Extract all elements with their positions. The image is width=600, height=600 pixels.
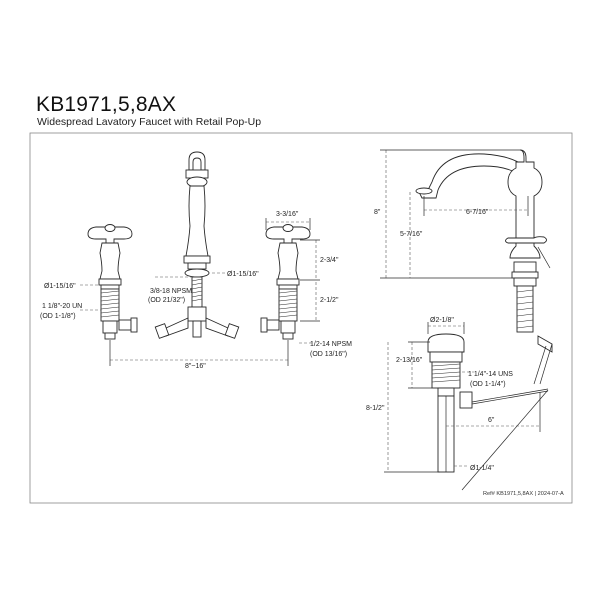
left-view-dimension-lines: [80, 218, 320, 366]
dim-lift-rod-reach: 6": [488, 417, 495, 424]
dim-spout-clearance: 5-7/16": [400, 231, 423, 238]
dim-spout-reach: 6-7/16": [466, 209, 489, 216]
right-handle-valve: [260, 224, 311, 340]
drawing-frame: [29, 132, 573, 504]
dim-shank-length: 2-1/2": [320, 297, 339, 304]
dim-valve-inlet-thread: 1/2-14 NPSM: [310, 341, 352, 348]
left-handle-valve: [87, 224, 138, 340]
dim-tailpiece-diameter: Ø1-1/4": [470, 465, 494, 472]
dim-drain-total-height: 8-1/2": [366, 405, 385, 412]
spout-front-view: [154, 151, 240, 339]
spout-side-view: [415, 149, 553, 385]
dim-drain-flange-diameter: Ø2-1/8": [430, 317, 454, 324]
dim-handle-diameter: Ø1-15/16": [44, 283, 76, 290]
dim-drain-thread: 1 1/4"-14 UNS: [468, 371, 513, 378]
dim-valve-inlet-od: (OD 13/16"): [310, 351, 347, 358]
dim-spout-inlet-thread: 3/8-18 NPSM: [150, 288, 192, 295]
dim-spout-inlet-od: (OD 21/32"): [148, 297, 185, 304]
dim-handle-height: 2-3/4": [320, 257, 339, 264]
model-title: KB1971,5,8AX: [36, 93, 177, 116]
dim-handle-width: 3-3/16": [276, 211, 299, 218]
dim-overall-height: 8": [374, 209, 381, 216]
reference-note: Ref# KB1971,5,8AX | 2024-07-A: [483, 491, 564, 497]
dim-spout-base-diameter: Ø1-15/16": [227, 271, 259, 278]
pop-up-drain: [427, 333, 549, 491]
dim-handle-shank-thread: 1 1/8"-20 UN: [42, 303, 82, 310]
product-description: Widespread Lavatory Faucet with Retail P…: [37, 116, 262, 128]
dim-drain-thread-od: (OD 1-1/4"): [470, 381, 506, 388]
right-view-dimension-lines: [380, 149, 541, 473]
dim-center-spread: 8"~16": [185, 363, 206, 370]
dim-handle-shank-od: (OD 1-1/8"): [40, 313, 76, 320]
dim-drain-flange-height: 2-13/16": [396, 357, 423, 364]
